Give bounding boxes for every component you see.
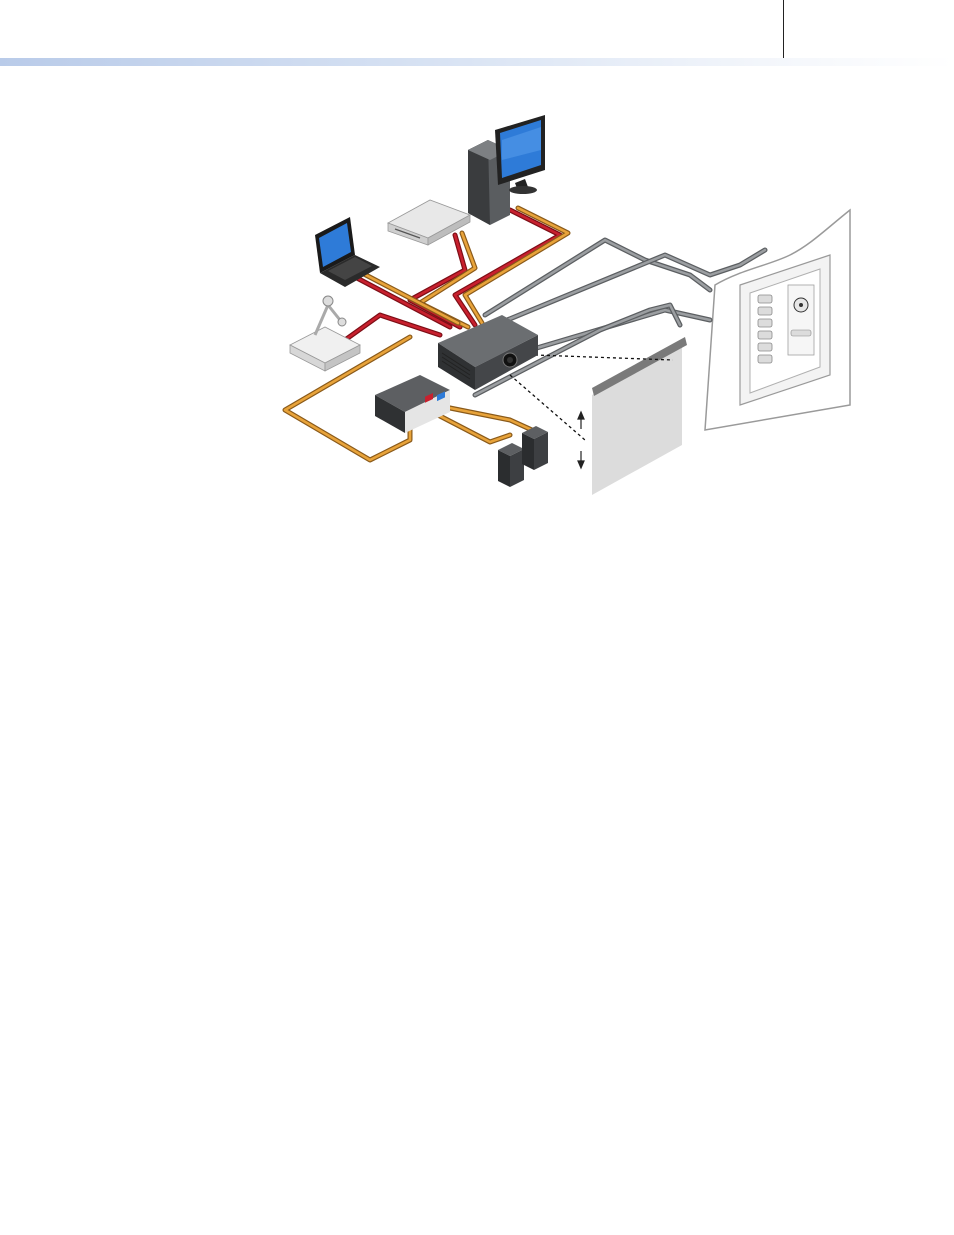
desktop-pc-with-monitor	[468, 115, 545, 225]
monitor-icon	[495, 115, 545, 194]
system-connection-diagram	[270, 105, 870, 505]
screen-up-down-arrows	[578, 412, 584, 468]
speaker-icon	[498, 443, 524, 487]
header-divider	[783, 0, 784, 58]
wall-control-panel	[705, 210, 850, 430]
speaker-icon	[522, 426, 548, 470]
projection-screen	[578, 337, 687, 495]
header-color-bar	[0, 58, 954, 66]
projector	[438, 315, 538, 390]
audio-amplifier	[375, 375, 450, 433]
document-camera	[290, 296, 360, 371]
